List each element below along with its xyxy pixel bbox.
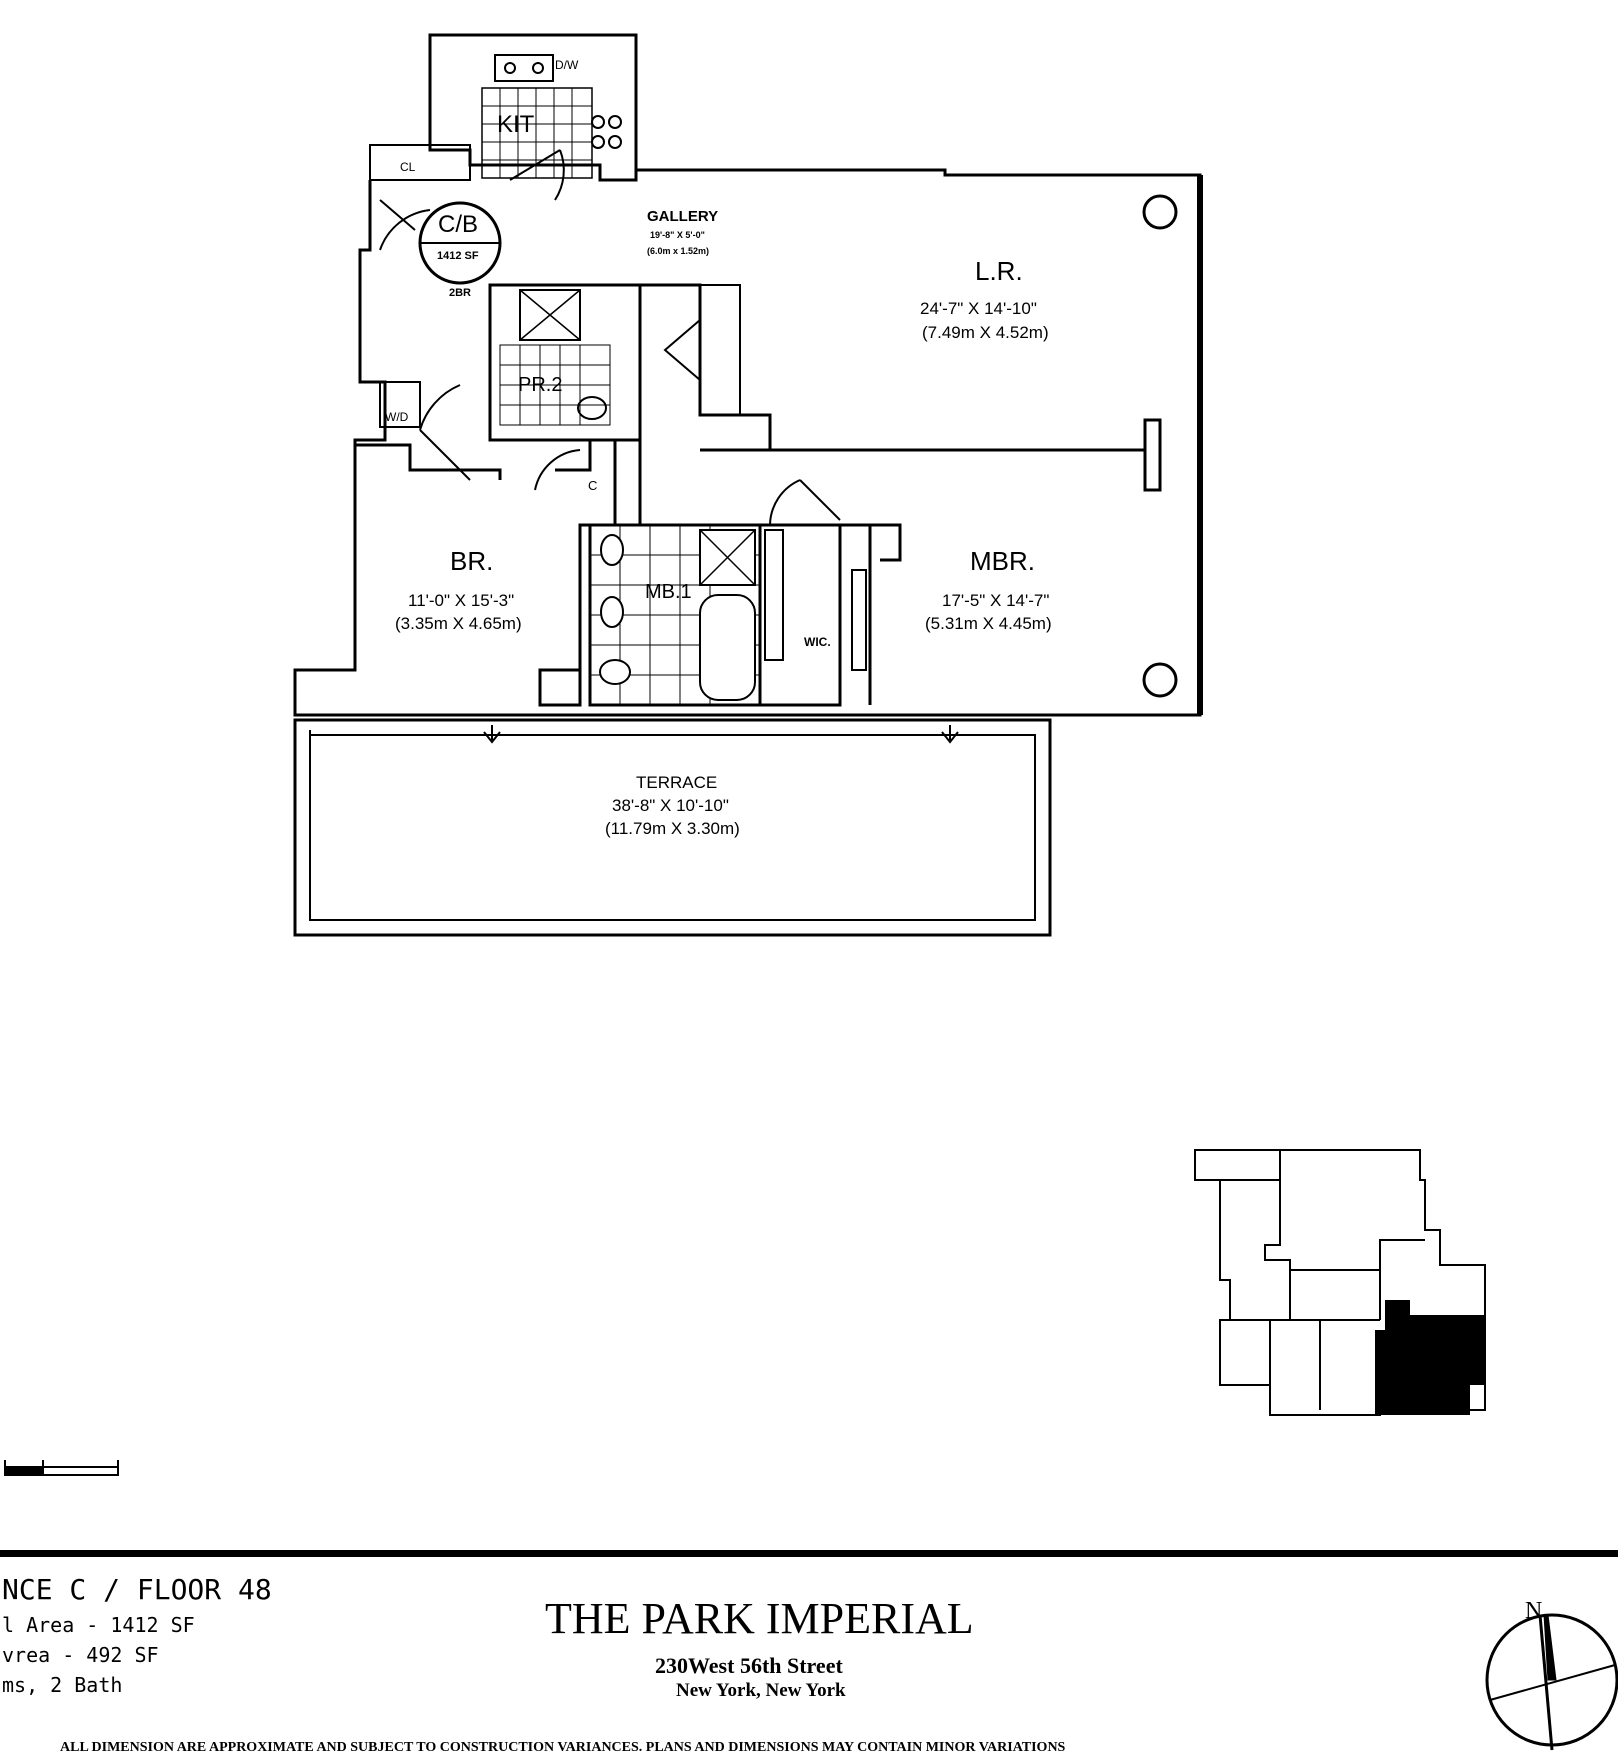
bedroom-label: BR.: [450, 546, 494, 576]
dishwasher-label: D/W: [555, 58, 579, 72]
living-room-label: L.R.: [975, 256, 1023, 286]
kitchen-door: [509, 149, 565, 201]
bedroom-dim-ft: 11'-0" X 15'-3": [408, 591, 515, 610]
building-address: 230West 56th Street: [655, 1653, 843, 1678]
master-bath-label: MB.1: [645, 581, 692, 603]
walk-in-closet-label: WIC.: [804, 635, 831, 649]
closet-c-label: C: [588, 478, 598, 493]
entry-closet: [369, 144, 471, 181]
disclaimer: ALL DIMENSION ARE APPROXIMATE AND SUBJEC…: [60, 1740, 1066, 1755]
entry-closet-label: CL: [400, 160, 416, 174]
br-door: [534, 449, 581, 491]
powder-room-label: PR.2: [518, 374, 563, 396]
compass-rose: [1485, 1613, 1618, 1751]
closet-c: [570, 439, 616, 525]
lr-closet: [699, 284, 741, 416]
key-plan-highlighted-unit: [1375, 1300, 1485, 1415]
compass-north-label: N: [1525, 1598, 1543, 1624]
terrace-label: TERRACE: [636, 773, 718, 792]
footer-divider: [0, 1550, 1618, 1557]
unit-info-line-3: vrea - 492 SF: [2, 1643, 159, 1667]
outer-walls: [293, 168, 1202, 717]
gallery-dim-m: (6.0m x 1.52m): [647, 246, 710, 256]
gallery-label: GALLERY: [647, 208, 719, 225]
unit-badge-area: 1412 SF: [437, 250, 479, 262]
gallery-dim-ft: 19'-8" X 5'-0": [650, 230, 705, 240]
bedroom-walls: [355, 443, 502, 480]
mb-toilet: [599, 659, 631, 685]
bedroom-dim-m: (3.35m X 4.65m): [395, 614, 522, 633]
wd-door: [419, 384, 471, 481]
master-bedroom-label: MBR.: [970, 546, 1035, 576]
building-city: New York, New York: [676, 1680, 846, 1701]
unit-info-line-4: ms, 2 Bath: [2, 1673, 123, 1697]
powder-toilet: [577, 396, 607, 420]
column: [1142, 662, 1178, 698]
powder-shower: [519, 289, 581, 341]
terrace-outline: [293, 718, 1052, 937]
master-bedroom-dim-ft: 17'-5" X 14'-7": [942, 591, 1050, 610]
washer-dryer-label: W/D: [385, 410, 409, 424]
unit-info-line-1: NCE C / FLOOR 48: [2, 1573, 272, 1606]
entry-door: [379, 199, 431, 251]
building-name: THE PARK IMPERIAL: [545, 1594, 974, 1643]
unit-info-line-2: l Area - 1412 SF: [2, 1613, 195, 1637]
terrace-dim-ft: 38'-8" X 10'-10": [612, 796, 729, 815]
gallery-inner-wall: [488, 283, 642, 442]
terrace-arrow: [483, 725, 501, 744]
unit-badge-code: C/B: [438, 211, 479, 238]
washer-dryer: [379, 381, 421, 428]
kitchen-sink: [494, 54, 554, 82]
column: [1142, 194, 1178, 230]
mb-tub: [699, 594, 756, 701]
living-room-dim-ft: 24'-7" X 14'-10": [920, 299, 1037, 318]
kitchen-floor-grid: [481, 87, 593, 179]
living-room-bottom-wall: [700, 418, 1162, 492]
terrace-dim-m: (11.79m X 3.30m): [605, 819, 740, 838]
kitchen-walls: [428, 33, 638, 182]
scale-bar: [4, 1460, 119, 1476]
kitchen-label: KIT: [497, 111, 535, 138]
walk-in-closet: [760, 523, 872, 707]
master-bedroom-dim-m: (5.31m X 4.45m): [925, 614, 1052, 633]
mb-sink: [600, 534, 624, 566]
unit-badge-type: 2BR: [449, 287, 472, 299]
kitchen-grid-lines: [482, 88, 592, 178]
living-room-dim-m: (7.49m X 4.52m): [922, 323, 1049, 342]
stove-burner: [591, 115, 605, 129]
